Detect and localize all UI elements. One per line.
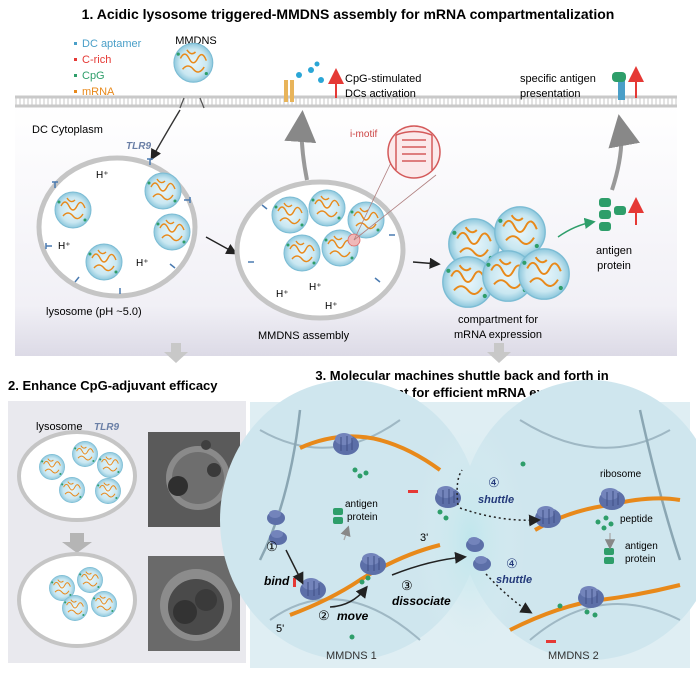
imotif-label: i-motif bbox=[350, 129, 377, 140]
mmdns1-label: MMDNS 1 bbox=[326, 650, 377, 662]
cytoplasm-label: DC Cytoplasm bbox=[32, 124, 103, 136]
proton-1b: H⁺ bbox=[58, 241, 71, 252]
panel2-down-arrow bbox=[62, 533, 92, 553]
legend: DC aptamer C-rich CpG mRNA bbox=[74, 38, 142, 98]
mmdns2-label: MMDNS 2 bbox=[548, 650, 599, 662]
receptor-binding bbox=[179, 97, 205, 109]
proton-1c: H⁺ bbox=[136, 258, 149, 269]
p3-antigen-right-line1: antigen bbox=[625, 541, 658, 552]
mmdns-particle bbox=[173, 42, 214, 83]
legend-swatch-cpg bbox=[74, 74, 77, 77]
p3-antigen-line2: protein bbox=[347, 512, 378, 523]
step4b-number: ④ bbox=[506, 556, 518, 571]
protein-line2: protein bbox=[597, 260, 631, 272]
cpg-line1: CpG-stimulated bbox=[345, 73, 421, 85]
legend-swatch-crich bbox=[74, 58, 77, 61]
cpg-receptor bbox=[284, 61, 324, 102]
panel2-lysosome-bottom bbox=[17, 552, 137, 648]
step2-label: move bbox=[337, 609, 369, 623]
step2-number: ② bbox=[318, 608, 330, 623]
step4a-number: ④ bbox=[488, 475, 500, 490]
legend-aptamer-label: DC aptamer bbox=[82, 38, 142, 50]
antigen-blocks-p3 bbox=[333, 508, 614, 564]
mhc-receptor bbox=[612, 72, 626, 100]
end-3-prime: 3' bbox=[420, 532, 428, 544]
panel2-tlr9-label: TLR9 bbox=[94, 422, 119, 433]
p3-antigen-line1: antigen bbox=[345, 499, 378, 510]
cell-membrane bbox=[15, 95, 677, 108]
mrna-strand-top bbox=[299, 434, 442, 472]
panel2-title: 2. Enhance CpG-adjuvant efficacy bbox=[8, 378, 218, 393]
release-arrow bbox=[284, 110, 317, 181]
cpg-line2: DCs activation bbox=[345, 88, 416, 100]
panel2-lysosome-label: lysosome bbox=[36, 421, 82, 433]
shuttle-arrow-right bbox=[459, 507, 541, 527]
lysosome-1 bbox=[36, 155, 198, 299]
antigen-protein-blocks bbox=[599, 198, 626, 231]
expression-arrow bbox=[557, 217, 596, 238]
end-5-prime: 5' bbox=[276, 623, 284, 635]
tlr9-label: TLR9 bbox=[126, 141, 151, 152]
mrna-strand-1 bbox=[289, 543, 441, 617]
legend-crich-label: C-rich bbox=[82, 54, 111, 66]
bind-arrow bbox=[285, 549, 304, 585]
step3-label: dissociate bbox=[392, 594, 451, 608]
proton-2b: H⁺ bbox=[309, 282, 322, 293]
legend-cpg-label: CpG bbox=[82, 70, 105, 82]
panel3-title-line1: 3. Molecular machines shuttle back and f… bbox=[315, 368, 608, 383]
peptide-label: peptide bbox=[620, 514, 653, 525]
shuttle-arrow-left bbox=[456, 469, 463, 506]
move-arrow bbox=[329, 585, 368, 608]
step1-number: ① bbox=[266, 539, 278, 554]
ribosome-label: ribosome bbox=[600, 469, 642, 480]
endocytosis-arrow bbox=[150, 109, 181, 161]
lysosome-2 bbox=[234, 179, 406, 321]
i-motif-zoom bbox=[387, 125, 441, 179]
step4b-label: shuttle bbox=[496, 574, 532, 586]
step1-label: bind bbox=[264, 574, 290, 588]
dissociate-arrow bbox=[391, 551, 467, 576]
assembly-label: MMDNS assembly bbox=[258, 330, 350, 342]
antigen-presentation-line2: presentation bbox=[520, 88, 581, 100]
p3-antigen-right-line2: protein bbox=[625, 554, 656, 565]
proton-1a: H⁺ bbox=[96, 170, 109, 181]
legend-swatch-mrna bbox=[74, 90, 77, 93]
tem-image-bottom bbox=[148, 556, 240, 651]
proton-2a: H⁺ bbox=[276, 289, 289, 300]
arrow-to-compartment bbox=[412, 257, 441, 269]
arrow-lyso-to-assembly bbox=[205, 236, 238, 255]
legend-swatch-aptamer bbox=[74, 42, 77, 45]
down-arrow-panel2 bbox=[164, 343, 188, 363]
panel2-lysosome-top bbox=[17, 430, 137, 522]
lysosome-label: lysosome (pH ~5.0) bbox=[46, 306, 142, 318]
presentation-arrow bbox=[608, 114, 640, 191]
step4a-label: shuttle bbox=[478, 494, 514, 506]
legend-mrna-label: mRNA bbox=[82, 86, 115, 98]
proton-2c: H⁺ bbox=[325, 301, 338, 312]
step3-number: ③ bbox=[401, 578, 413, 593]
panel1-title: 1. Acidic lysosome triggered-MMDNS assem… bbox=[82, 6, 615, 22]
protein-line1: antigen bbox=[596, 245, 632, 257]
compartment-line1: compartment for bbox=[458, 314, 538, 326]
down-arrow-panel3 bbox=[487, 343, 511, 363]
zoom-line-2 bbox=[353, 174, 437, 241]
compartment-line2: mRNA expression bbox=[454, 329, 542, 341]
mmdns-label: MMDNS bbox=[175, 35, 217, 47]
peptide-beads bbox=[349, 461, 614, 640]
panel3-background bbox=[220, 380, 696, 668]
shuttle-arrow-down bbox=[485, 573, 533, 614]
antigen-presentation-line1: specific antigen bbox=[520, 73, 596, 85]
protein-release-arrow bbox=[340, 525, 351, 541]
